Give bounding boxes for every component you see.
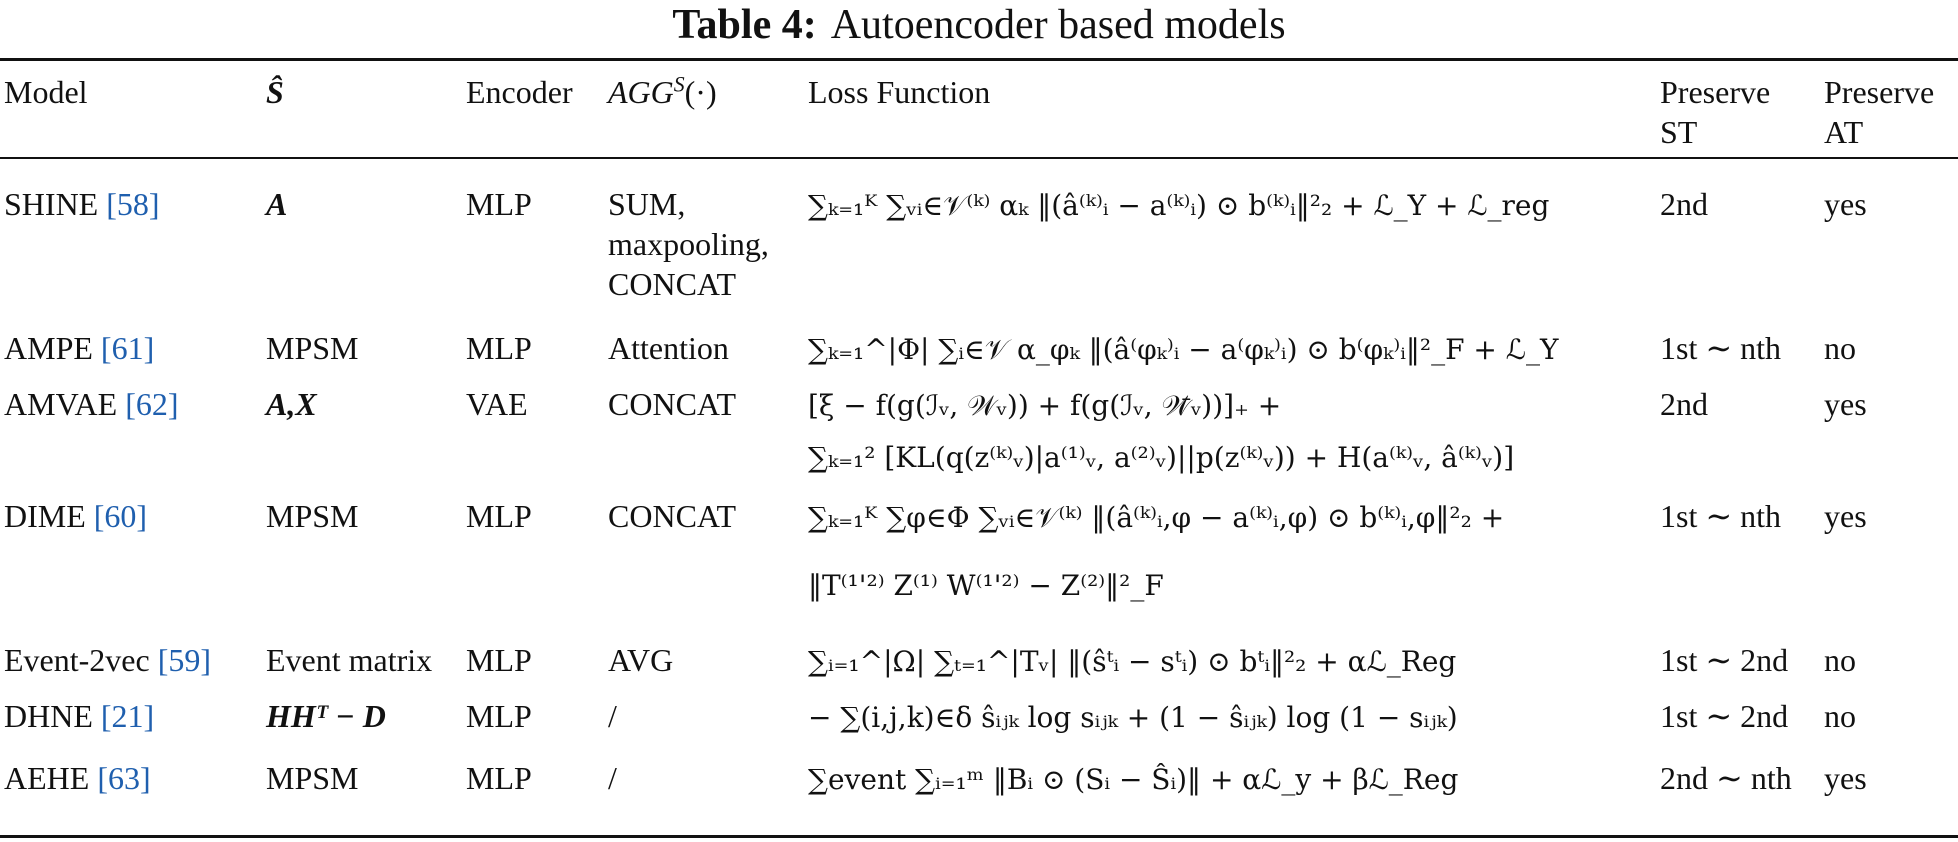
table-row-amvae-s: A,X (266, 386, 317, 422)
bottom-rule (0, 835, 1958, 838)
header-rule (0, 157, 1958, 159)
table-row-dime-model: DIME [60] (4, 496, 147, 536)
citation-link[interactable]: [61] (100, 330, 155, 366)
citation-link[interactable]: [63] (97, 760, 151, 796)
table-row-dime-at: yes (1824, 498, 1867, 534)
header-loss: Loss Function (808, 74, 991, 110)
table-row-event2vec-s: Event matrix (266, 642, 433, 678)
table-row-event2vec-model: Event-2vec [59] (4, 640, 211, 680)
header-agg-base: AGG (608, 74, 674, 110)
table-row-aehe-encoder: MLP (466, 760, 532, 796)
table-row-dhne-s: HHᵀ − D (266, 698, 386, 734)
table-row-dime-st: 1st ∼ nth (1660, 498, 1782, 534)
caption-label: Table 4: (672, 2, 817, 48)
model-name: DHNE (4, 698, 93, 734)
citation-link[interactable]: [58] (106, 186, 160, 222)
table-row-ampe-at: no (1824, 330, 1856, 366)
table-row-dhne-encoder: MLP (466, 698, 532, 734)
table-row-ampe-agg: Attention (608, 330, 729, 366)
table-row-amvae-loss-line1: [ξ − f(g(ℐᵥ, 𝒲ᵥ)) + f(g(ℐᵥ, 𝒲̄ᵥ))]₊ + (808, 389, 1282, 422)
citation-link[interactable]: [62] (125, 386, 179, 422)
table-row-ampe-st: 1st ∼ nth (1660, 330, 1782, 366)
agg-line: SUM, (608, 186, 686, 222)
table-row-amvae-model: AMVAE [62] (4, 384, 179, 424)
table-row-aehe-loss: ∑event ∑ᵢ₌₁ᵐ ‖Bᵢ ⊙ (Sᵢ − Ŝᵢ)‖ + αℒ_y + β… (808, 763, 1459, 796)
table-row-dime-loss-line2: ‖T⁽¹'²⁾ Z⁽¹⁾ W⁽¹'²⁾ − Z⁽²⁾‖²_F (808, 569, 1164, 602)
table-row-aehe-st: 2nd ∼ nth (1660, 760, 1792, 796)
table-row-amvae-agg: CONCAT (608, 386, 737, 422)
table-caption: Table 4: Autoencoder based models (0, 0, 1958, 50)
header-agg-tail: (·) (684, 74, 717, 110)
table-row-amvae-st: 2nd (1660, 386, 1708, 422)
table-row-aehe-at: yes (1824, 760, 1867, 796)
table-row-dhne-at: no (1824, 698, 1856, 734)
table-row-event2vec-encoder: MLP (466, 642, 532, 678)
header-preserve-at-line1: Preserve (1824, 74, 1935, 110)
agg-line: CONCAT (608, 266, 737, 302)
table-row-ampe-model: AMPE [61] (4, 328, 154, 368)
model-name: DIME (4, 498, 86, 534)
header-preserve-st-line1: Preserve (1660, 74, 1771, 110)
table-row-shine-encoder: MLP (466, 186, 532, 222)
table-row-dhne-loss: − ∑(i,j,k)∈δ ŝᵢⱼₖ log sᵢⱼₖ + (1 − ŝᵢⱼₖ) … (808, 701, 1458, 734)
agg-line: maxpooling, (608, 226, 769, 262)
table-row-shine-loss: ∑ₖ₌₁ᴷ ∑ᵥᵢ∈𝒱⁽ᵏ⁾ αₖ ‖(â⁽ᵏ⁾ᵢ − a⁽ᵏ⁾ᵢ) ⊙ b⁽ᵏ… (808, 189, 1550, 222)
model-name: AEHE (4, 760, 90, 796)
table-row-dime-encoder: MLP (466, 498, 532, 534)
table-row-dhne-model: DHNE [21] (4, 696, 154, 736)
table-row-event2vec-agg: AVG (608, 642, 674, 678)
table-row-aehe-model: AEHE [63] (4, 758, 151, 798)
table-row-dhne-st: 1st ∼ 2nd (1660, 698, 1789, 734)
table-row-event2vec-at: no (1824, 642, 1856, 678)
table-row-shine-s: A (266, 186, 288, 222)
model-name: SHINE (4, 186, 99, 222)
model-name: Event-2vec (4, 642, 150, 678)
table-row-dhne-agg: / (608, 698, 617, 734)
header-preserve-at: Preserve AT (1824, 72, 1934, 152)
header-preserve-st: Preserve ST (1660, 72, 1770, 152)
citation-link[interactable]: [60] (93, 498, 148, 534)
table-row-ampe-encoder: MLP (466, 330, 532, 366)
header-agg: AGGS(·) (608, 72, 717, 112)
header-model: Model (4, 74, 88, 110)
header-s-hat: Ŝ (266, 74, 284, 110)
table-row-dime-s: MPSM (266, 498, 359, 534)
header-preserve-at-line2: AT (1824, 114, 1864, 150)
header-preserve-st-line2: ST (1660, 114, 1698, 150)
header-agg-sup: S (673, 72, 685, 97)
table-row-shine-st: 2nd (1660, 186, 1708, 222)
table-row-event2vec-st: 1st ∼ 2nd (1660, 642, 1789, 678)
table-row-amvae-encoder: VAE (466, 386, 528, 422)
table-row-ampe-loss: ∑ₖ₌₁^|Φ| ∑ᵢ∈𝒱 α_φₖ ‖(â⁽φₖ⁾ᵢ − a⁽φₖ⁾ᵢ) ⊙ … (808, 333, 1559, 366)
citation-link[interactable]: [59] (157, 642, 212, 678)
table-row-shine-agg: SUM, maxpooling, CONCAT (608, 184, 769, 304)
table-row-amvae-loss-line2: ∑ₖ₌₁² [KL(q(z⁽ᵏ⁾ᵥ)|a⁽¹⁾ᵥ, a⁽²⁾ᵥ)||p(z⁽ᵏ⁾… (808, 441, 1515, 474)
citation-link[interactable]: [21] (100, 698, 155, 734)
table-row-dime-agg: CONCAT (608, 498, 737, 534)
table-row-amvae-at: yes (1824, 386, 1867, 422)
table-row-aehe-s: MPSM (266, 760, 359, 796)
top-rule (0, 58, 1958, 61)
table-row-aehe-agg: / (608, 760, 617, 796)
caption-title: Autoencoder based models (830, 2, 1286, 48)
table-row-event2vec-loss: ∑ᵢ₌₁^|Ω| ∑ₜ₌₁^|Tᵥ| ‖(ŝᵗᵢ − sᵗᵢ) ⊙ bᵗᵢ‖²₂… (808, 645, 1457, 678)
header-encoder: Encoder (466, 74, 573, 110)
table-row-ampe-s: MPSM (266, 330, 359, 366)
model-name: AMVAE (4, 386, 118, 422)
table-row-shine-model: SHINE [58] (4, 184, 160, 224)
table-row-dime-loss-line1: ∑ₖ₌₁ᴷ ∑φ∈Φ ∑ᵥᵢ∈𝒱⁽ᵏ⁾ ‖(â⁽ᵏ⁾ᵢ,φ − a⁽ᵏ⁾ᵢ,φ)… (808, 501, 1505, 534)
model-name: AMPE (4, 330, 93, 366)
table-row-shine-at: yes (1824, 186, 1867, 222)
